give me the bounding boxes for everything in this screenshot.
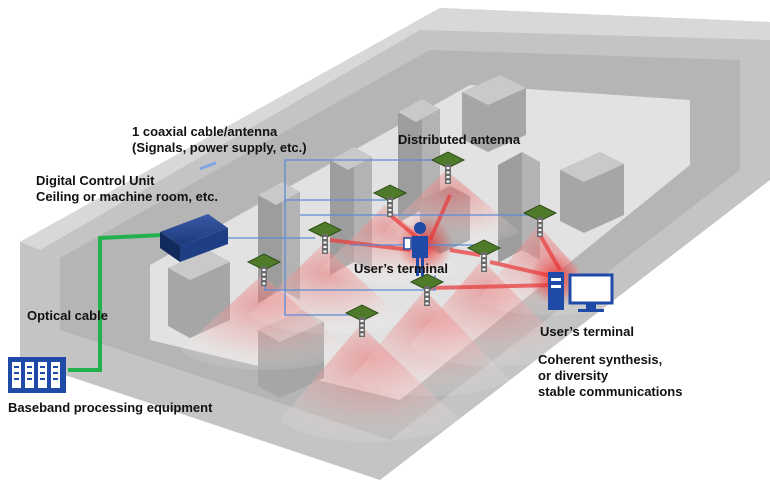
coherent-label-line1: Coherent synthesis, <box>538 352 663 367</box>
baseband-rack-icon <box>8 357 66 393</box>
users-terminal-right-label: User’s terminal <box>540 324 634 339</box>
antenna-icon <box>307 221 343 254</box>
optical-cable-line <box>68 233 164 372</box>
control-unit-icon <box>160 161 228 262</box>
antenna-icon <box>466 239 502 272</box>
coherent-label-line3: stable communications <box>538 384 683 399</box>
dcu-label-line1: Digital Control Unit <box>36 173 155 188</box>
users-terminal-inner-label: User’s terminal <box>354 261 448 276</box>
antennas <box>246 151 558 337</box>
dcu-label-line2: Ceiling or machine room, etc. <box>36 189 219 204</box>
antenna-icon <box>372 184 408 217</box>
pc-icon <box>548 272 614 312</box>
antenna-icon <box>409 273 445 306</box>
antenna-icon <box>430 151 466 184</box>
person-icon <box>403 222 428 276</box>
distributed-antenna-label: Distributed antenna <box>398 132 521 147</box>
coherent-label-line2: or diversity <box>538 368 609 383</box>
baseband-label: Baseband processing equipment <box>8 400 213 415</box>
coax-label-line2: (Signals, power supply, etc.) <box>132 140 307 155</box>
optical-cable-label: Optical cable <box>27 308 108 323</box>
antenna-icon <box>246 253 282 286</box>
antenna-icon <box>522 204 558 237</box>
coax-label-line1: 1 coaxial cable/antenna <box>132 124 278 139</box>
antenna-icon <box>344 304 380 337</box>
